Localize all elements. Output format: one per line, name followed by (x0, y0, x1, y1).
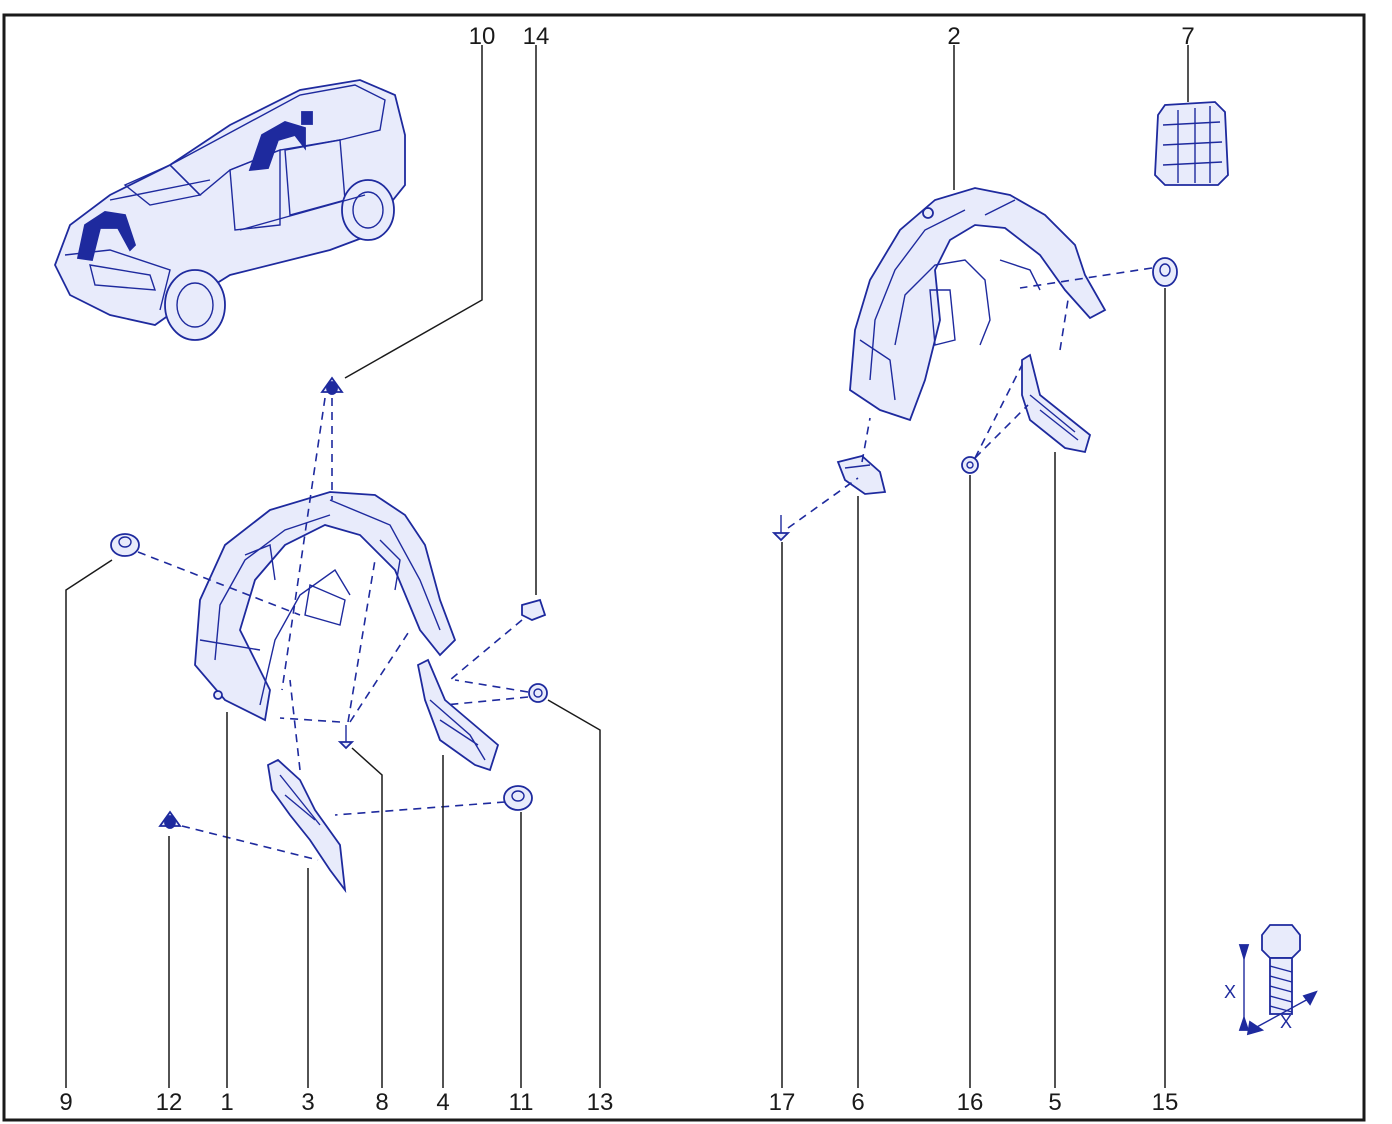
front-splash-panel (416, 658, 500, 772)
callout-numbers: 10 14 2 7 9 12 1 3 8 4 11 13 17 6 16 5 1… (59, 23, 1194, 1116)
callout-15: 15 (1152, 1089, 1179, 1116)
fastener-13 (528, 683, 548, 703)
callout-8: 8 (375, 1089, 388, 1116)
callout-1: 1 (220, 1089, 233, 1116)
front-wheel-arch-liner (194, 491, 457, 722)
leader-lines (65, 45, 1189, 1088)
fastener-14 (521, 598, 547, 621)
callout-5: 5 (1048, 1089, 1061, 1116)
fastener-8 (337, 741, 355, 750)
assembly-direction-lines (137, 267, 1153, 861)
callout-10: 10 (469, 23, 496, 50)
torque-label-vertical: X (1224, 982, 1236, 1002)
callout-2: 2 (947, 23, 960, 50)
torque-label-diagonal: X (1280, 1012, 1292, 1032)
callout-6: 6 (851, 1089, 864, 1116)
fastener-11 (503, 785, 533, 811)
callout-4: 4 (436, 1089, 449, 1116)
fastener-17 (771, 532, 791, 542)
rear-bracket (836, 455, 887, 495)
rear-splash-panel (1021, 353, 1092, 454)
vehicle-locator-illustration (54, 79, 406, 341)
callout-9: 9 (59, 1089, 72, 1116)
fastener-15 (1152, 257, 1178, 287)
lower-deflector (267, 758, 347, 894)
fasteners (110, 257, 1178, 829)
rear-wheel-arch-liner (849, 187, 1107, 422)
callout-7: 7 (1181, 23, 1194, 50)
bolt-torque-symbol: X X (1224, 924, 1318, 1036)
fastener-16 (961, 456, 979, 474)
callout-12: 12 (156, 1089, 183, 1116)
callout-17: 17 (769, 1089, 796, 1116)
fastener-9 (110, 533, 140, 557)
callout-16: 16 (957, 1089, 984, 1116)
air-vent-grille (1154, 101, 1229, 186)
callout-14: 14 (523, 23, 550, 50)
callout-13: 13 (587, 1089, 614, 1116)
callout-3: 3 (301, 1089, 314, 1116)
diagram-border (2, 13, 1366, 1122)
callout-11: 11 (509, 1089, 534, 1116)
